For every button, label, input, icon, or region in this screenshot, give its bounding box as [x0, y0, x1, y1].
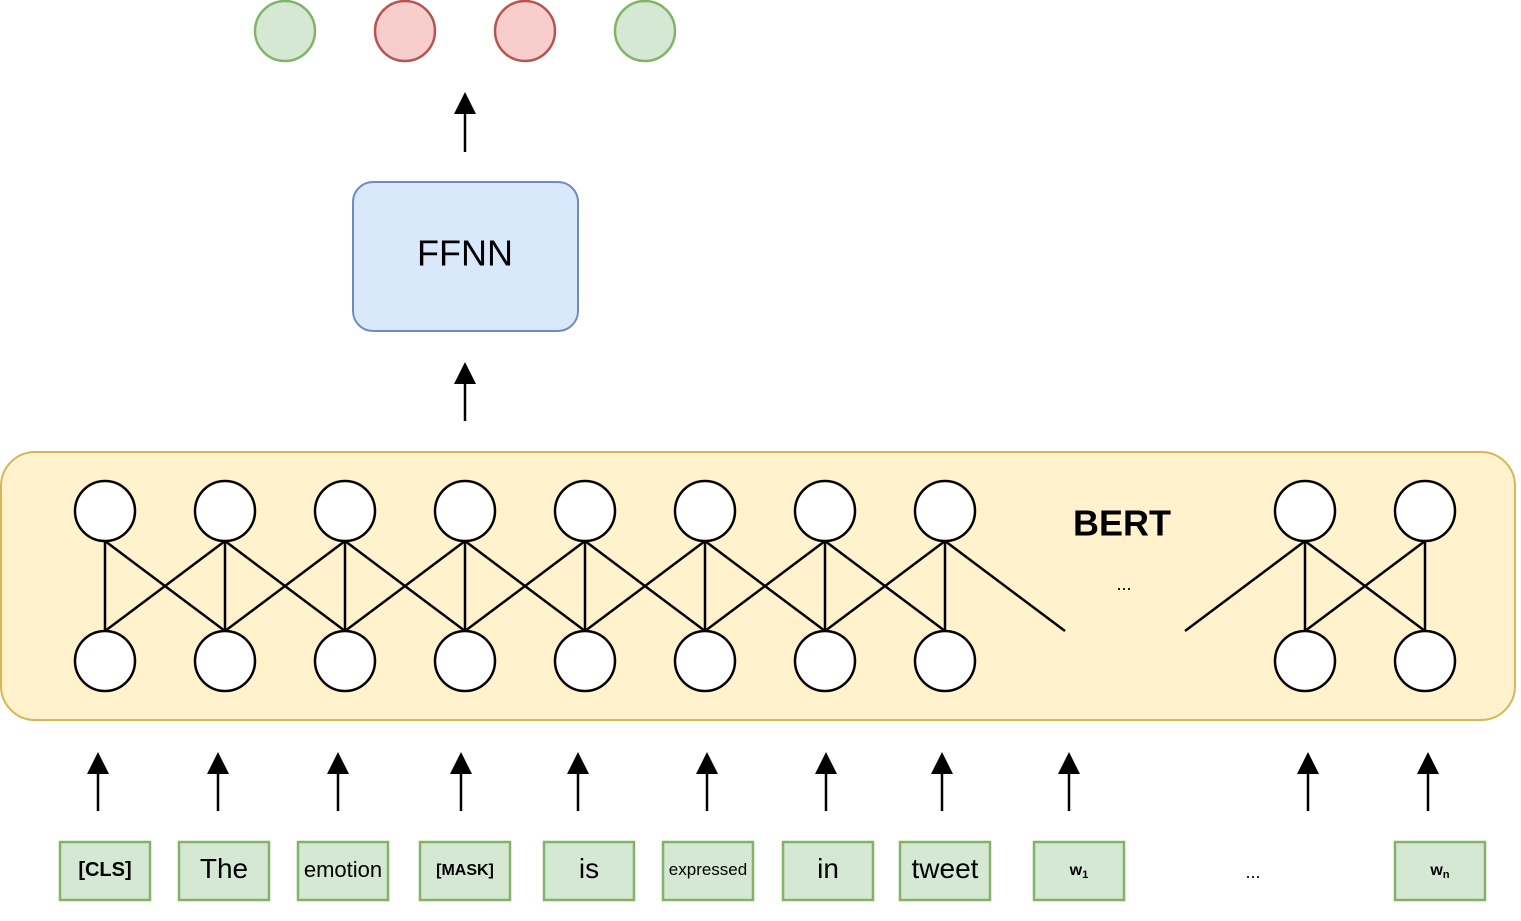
bert-output-node — [1273, 479, 1337, 543]
output-nodes — [253, 0, 677, 63]
token-arrow — [87, 752, 109, 811]
token-arrow — [1417, 752, 1439, 811]
token-arrow — [815, 752, 837, 811]
token-label: is — [579, 853, 599, 884]
bert-input-node — [73, 629, 137, 693]
token-ellipsis: ... — [1245, 862, 1260, 882]
token-box: The — [177, 840, 271, 902]
ffnn-label: FFNN — [417, 233, 513, 274]
output-node-green — [253, 0, 317, 63]
token-label: expressed — [669, 860, 747, 879]
token-box: emotion — [296, 840, 390, 902]
bert-input-node — [553, 629, 617, 693]
bert-output-node — [433, 479, 497, 543]
token-box: [MASK] — [418, 840, 512, 902]
token-box: is — [542, 840, 636, 902]
token-label: tweet — [912, 853, 979, 884]
bert-input-node — [673, 629, 737, 693]
token-box: wn — [1393, 840, 1487, 902]
token-arrow — [207, 752, 229, 811]
bert-output-node — [73, 479, 137, 543]
bert-output-node — [673, 479, 737, 543]
attention-edge — [704, 540, 826, 632]
token-arrow — [1297, 752, 1319, 811]
token-arrow — [567, 752, 589, 811]
output-node-green — [613, 0, 677, 63]
token-label: [CLS] — [78, 859, 131, 881]
token-arrow — [696, 752, 718, 811]
token-box: in — [781, 840, 875, 902]
ffnn-block: FFNN — [352, 181, 579, 332]
token-label: w1 — [1069, 862, 1089, 881]
attention-edge — [464, 540, 586, 632]
output-node-red — [373, 0, 437, 63]
token-label: emotion — [304, 857, 382, 882]
token-label: wn — [1429, 862, 1449, 881]
bert-output-node — [1393, 479, 1457, 543]
token-arrow — [931, 752, 953, 811]
bert-output-node — [793, 479, 857, 543]
attention-edge — [1184, 540, 1306, 632]
attention-edge — [944, 540, 1066, 632]
input-tokens: [CLS] The emotion [MASK] is expressed in tweet w… — [58, 840, 1487, 902]
token-arrow — [450, 752, 472, 811]
bert-output-node — [553, 479, 617, 543]
token-label: [MASK] — [436, 862, 494, 879]
token-box: expressed — [661, 840, 755, 902]
arrow-ffnn-to-output — [454, 92, 476, 152]
bert-input-node — [913, 629, 977, 693]
bert-input-node — [313, 629, 377, 693]
attention-edge — [344, 540, 466, 632]
bert-output-node — [193, 479, 257, 543]
token-input-arrows — [87, 752, 1439, 811]
attention-edge — [104, 540, 226, 632]
bert-nodes — [73, 479, 1457, 693]
attention-edge — [1304, 540, 1426, 632]
token-arrow — [1058, 752, 1080, 811]
bert-input-node — [193, 629, 257, 693]
bert-label: BERT — [1073, 503, 1171, 544]
token-label: in — [817, 853, 839, 884]
output-node-red — [493, 0, 557, 63]
arrow-bert-to-ffnn — [454, 362, 476, 421]
bert-input-node — [793, 629, 857, 693]
token-arrow — [327, 752, 349, 811]
token-box: [CLS] — [58, 840, 152, 902]
bert-input-node — [433, 629, 497, 693]
attention-edge — [824, 540, 946, 632]
bert-attention-edges — [103, 540, 1427, 632]
bert-output-node — [913, 479, 977, 543]
bert-ellipsis: ... — [1116, 574, 1131, 594]
bert-input-node — [1393, 629, 1457, 693]
bert-input-node — [1273, 629, 1337, 693]
token-box: w1 — [1032, 840, 1126, 902]
token-box: tweet — [898, 840, 992, 902]
bert-output-node — [313, 479, 377, 543]
bert-block: BERT ... — [0, 451, 1516, 721]
attention-edge — [224, 540, 346, 632]
token-label: The — [200, 853, 248, 884]
attention-edge — [584, 540, 706, 632]
